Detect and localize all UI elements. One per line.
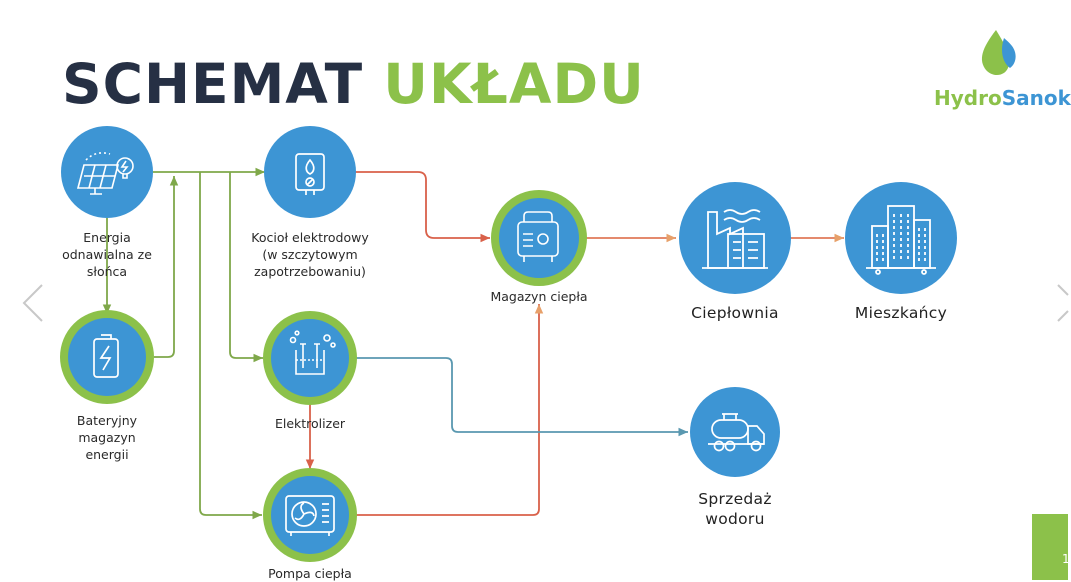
storage-node <box>491 190 587 286</box>
logo-wordmark: HydroSanok <box>934 86 1071 110</box>
green-flow-lines <box>102 167 265 520</box>
label-solar: Energia odnawialna ze słońca <box>62 230 152 279</box>
title-part-1: SCHEMAT <box>62 52 364 116</box>
label-heatplant: Ciepłownia <box>691 304 779 322</box>
page-number-tab <box>1032 514 1068 580</box>
residents-node <box>845 182 957 294</box>
hydrosanok-logo-icon <box>981 30 1016 76</box>
heating-plant-icon <box>702 209 768 269</box>
hydrogen-node <box>690 387 780 477</box>
label-hydrogen: Sprzedaż wodoru <box>698 490 772 528</box>
solar-panel-icon <box>76 152 134 195</box>
page-number: 1 <box>1062 552 1070 566</box>
label-residents: Mieszkańcy <box>854 304 948 322</box>
label-electrolyzer: Elektrolizer <box>274 416 346 431</box>
logo-text-hydro: Hydro <box>934 86 1002 110</box>
label-storage: Magazyn ciepła <box>490 289 588 304</box>
arrow-bus-to-heatpump <box>199 172 262 520</box>
label-heatpump: Pompa ciepła <box>268 566 352 581</box>
electric-boiler-icon <box>295 153 325 195</box>
battery-node <box>60 310 154 404</box>
tanker-truck-icon <box>708 413 765 452</box>
arrow-boiler-to-storage <box>355 171 490 243</box>
buildings-icon <box>866 205 936 275</box>
previous-slide-icon[interactable] <box>22 284 43 322</box>
logo-text-sanok: Sanok <box>1001 86 1071 110</box>
arrow-heatpump-to-storage <box>355 304 544 516</box>
battery-icon <box>93 334 119 378</box>
electrolyzer-icon <box>289 330 336 375</box>
label-boiler: Kocioł elektrodowy (w szczytowym zapotrz… <box>251 230 369 279</box>
boiler-node <box>264 126 356 218</box>
title-part-2: UKŁADU <box>383 52 645 116</box>
heatplant-node <box>679 182 791 294</box>
arrow-bus-to-electrolyzer <box>229 172 263 363</box>
arrow-electrolyzer-to-hydrogen <box>355 357 688 437</box>
label-battery: Bateryjny magazyn energii <box>76 413 138 462</box>
heat-storage-icon <box>517 211 559 262</box>
heat-pump-icon <box>285 495 335 536</box>
heat-flow-lines <box>305 171 844 516</box>
arrow-battery-to-bus <box>154 176 179 358</box>
next-slide-icon[interactable] <box>1057 284 1069 296</box>
heatpump-node <box>263 468 357 562</box>
slide-title: SCHEMAT UKŁADU <box>62 52 645 116</box>
solar-node <box>61 126 153 218</box>
electrolyzer-node <box>263 311 357 405</box>
